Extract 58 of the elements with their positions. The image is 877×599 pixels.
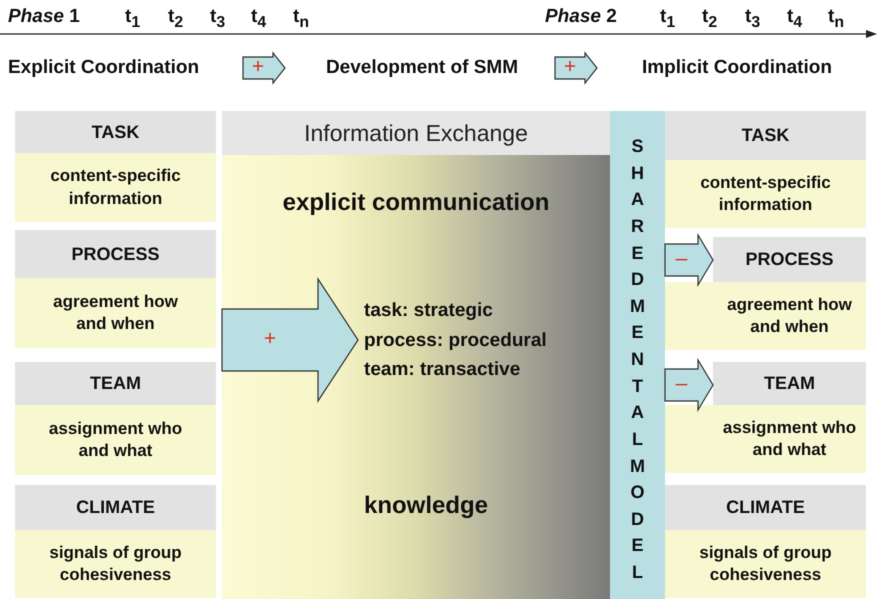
time-label: t$_{4}$ [251,6,266,32]
phase-label: Phase 2 [545,6,617,28]
category-description: assignment who and what [722,416,858,461]
block-arrow [664,358,714,412]
category-header: TEAM [713,362,866,405]
category-description: assignment who and what [48,418,184,462]
time-label: t$_{3}$ [745,6,760,32]
knowledge-item: team: transactive [364,359,520,381]
panel-heading: explicit communication [282,189,550,217]
vertical-band [610,111,665,599]
edge-label: – [674,372,688,396]
category-header: PROCESS [713,237,866,282]
category-header: CLIMATE [665,485,866,530]
category-description: content-specific information [49,165,182,210]
category-description: agreement how and when [726,294,853,338]
category-card [15,230,216,348]
time-label: t$_{n}$ [293,6,309,32]
edge-label: + [262,327,278,351]
category-card [15,362,216,475]
knowledge-item: process: procedural [364,330,547,352]
category-card [15,111,216,222]
vertical-text: SHARED MENTAL MODEL [629,135,646,584]
category-description: signals of group cohesiveness [48,542,183,586]
block-arrow [221,277,359,403]
block-arrow [554,51,598,85]
time-label: t$_{2}$ [168,6,184,32]
category-header: PROCESS [15,230,216,278]
information-panel [222,111,610,599]
block-arrow [242,51,286,85]
category-description: content-specific information [699,172,832,216]
category-header: TASK [665,111,866,160]
category-card [665,485,866,598]
phase-label: Phase 1 [8,6,80,28]
edge-label: + [250,55,266,79]
category-card [665,111,866,228]
time-label: t$_{1}$ [125,6,140,32]
block-arrow [664,232,714,288]
stage-label: Implicit Coordination [597,50,873,86]
edge-label: – [674,247,688,271]
category-card [713,237,866,350]
edge-label: + [562,55,578,79]
knowledge-item: task: strategic [364,300,493,322]
stage-label: Development of SMM [285,50,555,86]
time-label: t$_{4}$ [787,6,802,32]
category-card [713,362,866,473]
panel-heading: knowledge [362,492,490,520]
category-header: CLIMATE [15,485,216,530]
panel-header: Information Exchange [222,111,610,155]
time-label: t$_{1}$ [660,6,676,32]
category-header: TEAM [15,362,216,405]
category-card [15,485,216,598]
time-label: t$_{n}$ [828,6,844,32]
stage-label: Explicit Coordination [4,50,243,86]
time-label: t$_{3}$ [210,6,226,32]
time-label: t$_{2}$ [702,6,718,32]
category-header: TASK [15,111,216,153]
category-description: signals of group cohesiveness [698,542,833,586]
category-description: agreement how and when [52,290,179,335]
